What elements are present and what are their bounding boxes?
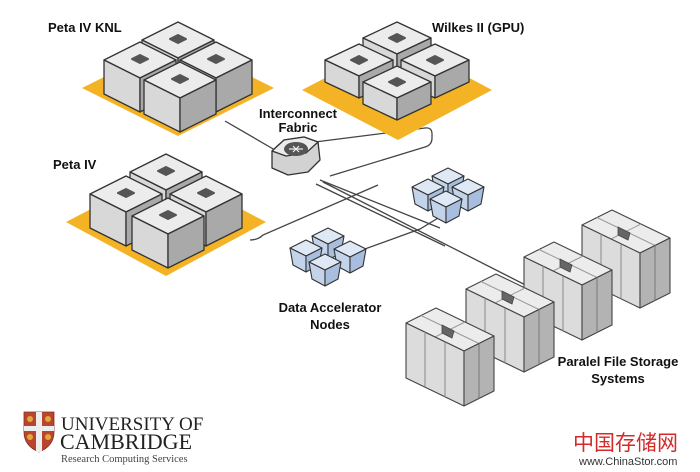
cluster-peta-iv: Peta IV: [53, 153, 266, 276]
connection-lines: [224, 120, 556, 301]
label-interconnect: Interconnect: [259, 106, 338, 121]
link-wilkes-fabric: [314, 127, 433, 177]
label-nodes: Nodes: [310, 317, 350, 332]
link-fabric-dac: [319, 179, 441, 229]
link-fabric-storage: [322, 181, 556, 301]
interconnect-fabric: Interconnect Fabric: [259, 106, 338, 176]
cambridge-logo: UNIVERSITY OF CAMBRIDGE Research Computi…: [23, 411, 203, 465]
watermark-chinese: 中国存储网: [573, 431, 678, 455]
data-accelerator-group-upper: [411, 167, 485, 224]
link-knl-fabric: [224, 120, 276, 151]
chinastor-watermark: 中国存储网 www.ChinaStor.com: [573, 431, 678, 468]
logo-university-of: UNIVERSITY OF: [61, 414, 203, 435]
label-wilkes-ii-gpu: Wilkes II (GPU): [432, 20, 524, 35]
cluster-wilkes-ii-gpu: Wilkes II (GPU): [302, 20, 524, 140]
label-fabric: Fabric: [278, 120, 317, 135]
label-peta-iv-knl: Peta IV KNL: [48, 20, 122, 35]
watermark-url: www.ChinaStor.com: [578, 456, 677, 468]
label-systems: Systems: [591, 371, 644, 386]
link-petaiv-fabric: [249, 184, 379, 241]
logo-cambridge: CAMBRIDGE: [60, 429, 192, 454]
label-peta-iv: Peta IV: [53, 157, 97, 172]
label-data-accelerator: Data Accelerator: [279, 300, 382, 315]
label-storage: Paralel File Storage: [558, 354, 679, 369]
data-accelerator-group-lower: [289, 227, 367, 287]
logo-research-computing: Research Computing Services: [61, 454, 188, 465]
cluster-peta-iv-knl: Peta IV KNL: [48, 20, 274, 136]
